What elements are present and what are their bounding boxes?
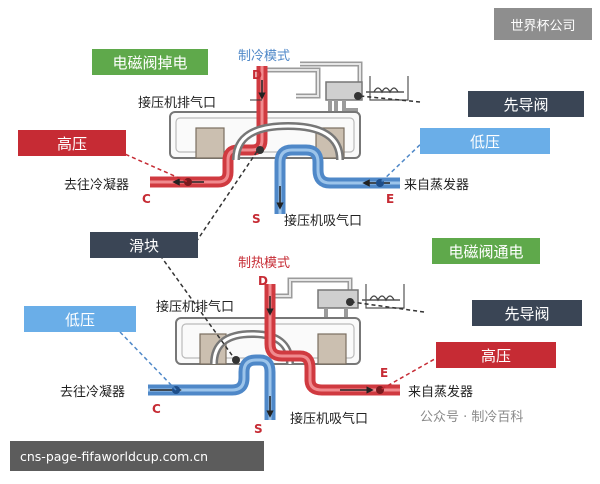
top-high-pressure-label: 高压 bbox=[18, 130, 126, 156]
top-pilot-valve-label: 先导阀 bbox=[468, 91, 584, 117]
top-from-evaporator-label: 来自蒸发器 bbox=[404, 178, 470, 193]
bottom-from-evaporator-label: 来自蒸发器 bbox=[408, 385, 474, 400]
bottom-to-condenser-label: 去往冷凝器 bbox=[60, 385, 126, 400]
top-piston-left bbox=[195, 127, 225, 159]
bottom-suction-label: 接压机吸气口 bbox=[290, 412, 369, 427]
bottom-port-e: E bbox=[380, 366, 389, 380]
top-port-s: S bbox=[252, 212, 261, 226]
watermark-text: 公众号 · 制冷百科 bbox=[420, 410, 524, 425]
bottom-high-pressure-label: 高压 bbox=[436, 342, 556, 368]
top-discharge-label: 接压机排气口 bbox=[138, 96, 217, 111]
bottom-low-pressure-label: 低压 bbox=[24, 306, 136, 332]
bottom-discharge-label: 接压机排气口 bbox=[156, 300, 235, 315]
bottom-pilot-valve-label: 先导阀 bbox=[472, 300, 582, 326]
bottom-valve bbox=[119, 149, 441, 420]
top-port-d: D bbox=[252, 68, 262, 82]
top-suction-label: 接压机吸气口 bbox=[284, 214, 363, 229]
top-coil-icon bbox=[373, 87, 399, 94]
top-valve bbox=[99, 61, 426, 214]
bottom-piston-right bbox=[317, 333, 347, 365]
cooling-mode-title: 制冷模式 bbox=[238, 49, 291, 64]
top-low-pressure-label: 低压 bbox=[420, 128, 550, 154]
top-port-e: E bbox=[386, 192, 395, 206]
top-to-condenser-label: 去往冷凝器 bbox=[64, 178, 130, 193]
bottom-port-d: D bbox=[258, 274, 268, 288]
bottom-port-c: C bbox=[152, 402, 161, 416]
slider-label: 滑块 bbox=[90, 232, 198, 258]
brand-tag[interactable]: 世界杯公司 bbox=[494, 8, 592, 40]
bottom-coil-icon bbox=[369, 295, 395, 302]
heating-mode-title: 制热模式 bbox=[238, 256, 291, 271]
top-port-c: C bbox=[142, 192, 151, 206]
top-solenoid-label: 电磁阀掉电 bbox=[92, 49, 208, 75]
bottom-solenoid-label: 电磁阀通电 bbox=[432, 238, 540, 264]
bottom-port-s: S bbox=[254, 422, 263, 436]
url-bar[interactable]: cns-page-fifaworldcup.com.cn bbox=[10, 441, 264, 471]
